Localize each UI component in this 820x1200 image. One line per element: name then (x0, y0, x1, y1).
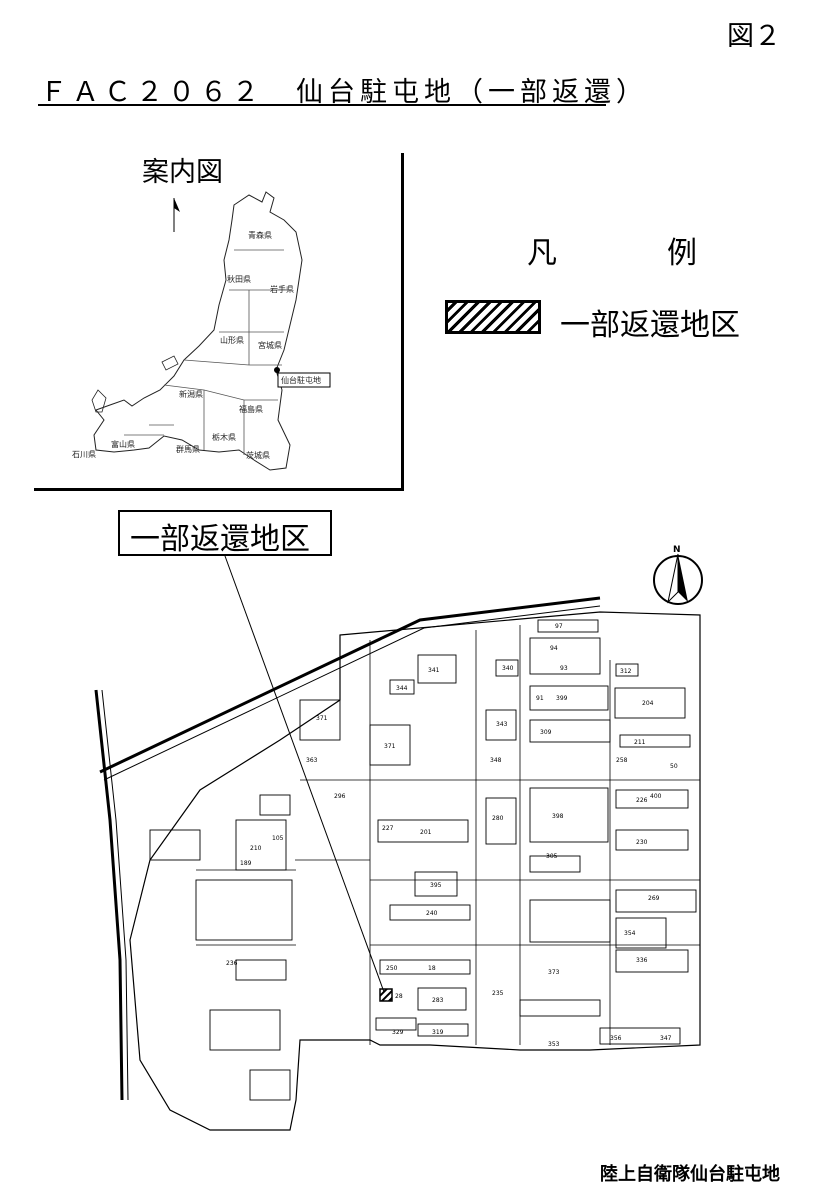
building-number: 354 (624, 930, 636, 937)
sendai-label: 仙台駐屯地 (281, 375, 321, 385)
building-number: 371 (384, 743, 396, 750)
building-number: 305 (546, 853, 558, 860)
pref-label: 青森県 (248, 230, 272, 240)
building-number: 201 (420, 829, 432, 836)
building-number: 250 (386, 965, 398, 972)
pref-label: 宮城県 (258, 340, 282, 350)
building-number: 371 (316, 715, 328, 722)
building-number: 309 (540, 729, 552, 736)
figure-label: 図２ (727, 21, 781, 52)
building-number: 329 (392, 1029, 404, 1036)
building-number: 340 (502, 665, 514, 672)
sendai-marker-icon (274, 367, 280, 373)
building-number: 211 (634, 739, 646, 746)
building-number: 28 (395, 993, 403, 1000)
building-number: 93 (560, 665, 568, 672)
pref-label: 福島県 (239, 404, 263, 414)
north-arrow-icon: N (653, 545, 703, 605)
building-number: 343 (496, 721, 508, 728)
building-number: 363 (306, 757, 318, 764)
pref-label: 富山県 (111, 439, 135, 449)
pref-label: 栃木県 (212, 432, 236, 442)
building-number: 226 (636, 797, 648, 804)
pref-label: 岩手県 (270, 284, 294, 294)
building-number: 18 (428, 965, 436, 972)
building-number: 296 (334, 793, 346, 800)
document-title: ＦＡＣ２０６２ 仙台駐屯地（一部返還） (40, 77, 648, 108)
locator-north-icon (173, 198, 180, 232)
building-number: 341 (428, 667, 440, 674)
building-number: 230 (636, 839, 648, 846)
building-number: 344 (396, 685, 408, 692)
building-number: 97 (555, 623, 563, 630)
pref-label: 新潟県 (179, 389, 203, 399)
building-number: 347 (660, 1035, 672, 1042)
building-number: 258 (616, 757, 628, 764)
building-number: 91 (536, 695, 544, 702)
building-number: 50 (670, 763, 678, 770)
building-number: 94 (550, 645, 558, 652)
building-number: 312 (620, 668, 632, 675)
building-number: 105 (272, 835, 284, 842)
callout-leader-line (224, 555, 385, 993)
railway (94, 596, 601, 1101)
callout-label: 一部返還地区 (130, 522, 310, 557)
site-map: N (94, 545, 703, 1131)
noto-peninsula (91, 389, 107, 413)
building-number: 280 (492, 815, 504, 822)
pref-label: 群馬県 (176, 444, 200, 454)
building-number: 204 (642, 700, 654, 707)
tohoku-outline (93, 191, 303, 471)
locator-map-title: 案内図 (142, 157, 223, 188)
title-underline (38, 104, 606, 106)
building-number: 236 (226, 960, 238, 967)
building-number: 269 (648, 895, 660, 902)
sendai-label-box (277, 372, 331, 388)
building-number: 210 (250, 845, 262, 852)
building-number: 373 (548, 969, 560, 976)
building-number: 283 (432, 997, 444, 1004)
sado-island (161, 355, 179, 371)
site-boundary (129, 611, 701, 1131)
building-number: 240 (426, 910, 438, 917)
building-number: 319 (432, 1029, 444, 1036)
pref-label: 石川県 (72, 450, 96, 459)
building-number: 398 (552, 813, 564, 820)
pref-label: 茨城県 (246, 450, 270, 460)
building-number: 356 (610, 1035, 622, 1042)
legend-hatch-swatch (445, 300, 541, 334)
legend-item-label: 一部返還地区 (560, 308, 740, 343)
buildings (149, 619, 697, 1101)
return-area (379, 988, 393, 1002)
building-number: 348 (490, 757, 502, 764)
north-label: N (673, 545, 681, 555)
legend-title: 凡 例 (527, 236, 737, 271)
building-number: 189 (240, 860, 252, 867)
building-number: 395 (430, 882, 442, 889)
locator-map: 青森県 秋田県 岩手県 山形県 宮城県 新潟県 福島県 富山県 石川県 群馬県 … (72, 191, 331, 471)
building-number: 400 (650, 793, 662, 800)
prefecture-boundaries (124, 249, 289, 455)
building-number: 227 (382, 825, 394, 832)
building-number: 235 (492, 990, 504, 997)
locator-map-frame (34, 153, 404, 491)
building-number: 399 (556, 695, 568, 702)
pref-label: 山形県 (220, 335, 244, 345)
building-number: 353 (548, 1041, 560, 1048)
callout-box (118, 510, 332, 556)
building-labels: 97 94 93 312 341 340 344 399 204 371 91 … (226, 623, 678, 1048)
pref-label: 秋田県 (227, 274, 251, 284)
footer-caption: 陸上自衛隊仙台駐屯地 (600, 1164, 780, 1185)
building-number: 336 (636, 957, 648, 964)
